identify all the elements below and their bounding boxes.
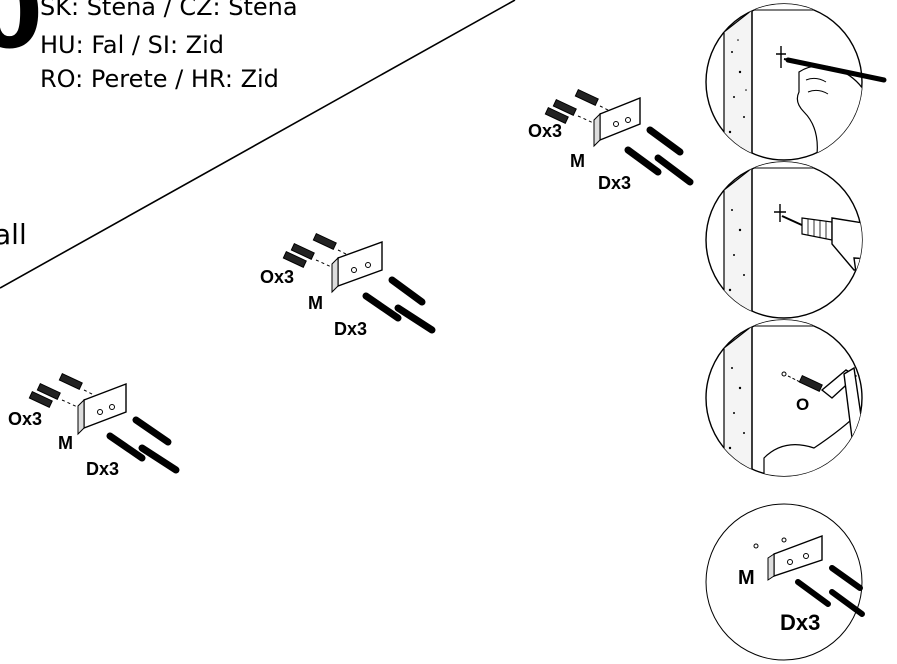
dowel-icon xyxy=(798,374,823,392)
hardware-set-2: Ox3 M Dx3 xyxy=(258,232,438,342)
hardware-set-3-bracket-label: M xyxy=(58,433,73,453)
hardware-set-1-bracket-label: M xyxy=(570,151,585,171)
language-line-2: HU: Fal / SI: Zid xyxy=(40,31,225,59)
screw-icon xyxy=(795,565,865,617)
hardware-set-2-dowel-label: Ox3 xyxy=(260,267,295,287)
hardware-set-1-screw-label: Dx3 xyxy=(598,173,632,193)
bracket-icon xyxy=(77,382,127,436)
step-number: 0 xyxy=(0,0,43,70)
wall-label: all xyxy=(0,218,27,251)
language-line-3: RO: Perete / HR: Zid xyxy=(40,65,279,93)
screw-icon xyxy=(362,276,436,334)
hardware-set-2-bracket-label: M xyxy=(308,293,323,313)
hardware-set-1-dowel-label: Ox3 xyxy=(528,121,563,141)
bracket-icon xyxy=(593,96,641,148)
dowel-icon xyxy=(544,88,599,124)
bracket-icon xyxy=(331,241,383,294)
detail-bracket-label: M xyxy=(738,567,755,589)
hardware-set-1-drawing xyxy=(544,88,694,186)
hardware-set-1: Ox3 M Dx3 xyxy=(528,84,698,194)
hardware-set-2-drawing xyxy=(282,232,436,334)
detail-insert-dowel xyxy=(705,319,863,477)
hardware-set-3: Ox3 M Dx3 xyxy=(8,372,188,482)
detail-dowel-label: O xyxy=(796,395,810,414)
dowel-icon xyxy=(282,232,337,268)
screw-icon xyxy=(624,126,694,186)
bracket-icon xyxy=(767,534,823,581)
detail-mount-bracket xyxy=(705,503,865,661)
detail-drill-hole xyxy=(705,161,863,319)
detail-mark-wall xyxy=(705,3,887,161)
language-line-1: SK: Stena / CZ: Stena xyxy=(40,0,298,21)
hardware-set-3-drawing xyxy=(28,372,180,474)
pencil-icon xyxy=(783,57,887,83)
screw-icon xyxy=(106,416,180,474)
hardware-set-2-screw-label: Dx3 xyxy=(334,319,368,339)
hardware-set-3-dowel-label: Ox3 xyxy=(8,409,43,429)
hardware-set-3-screw-label: Dx3 xyxy=(86,459,120,479)
dowel-icon xyxy=(28,372,83,408)
detail-screw-label: Dx3 xyxy=(780,610,821,635)
